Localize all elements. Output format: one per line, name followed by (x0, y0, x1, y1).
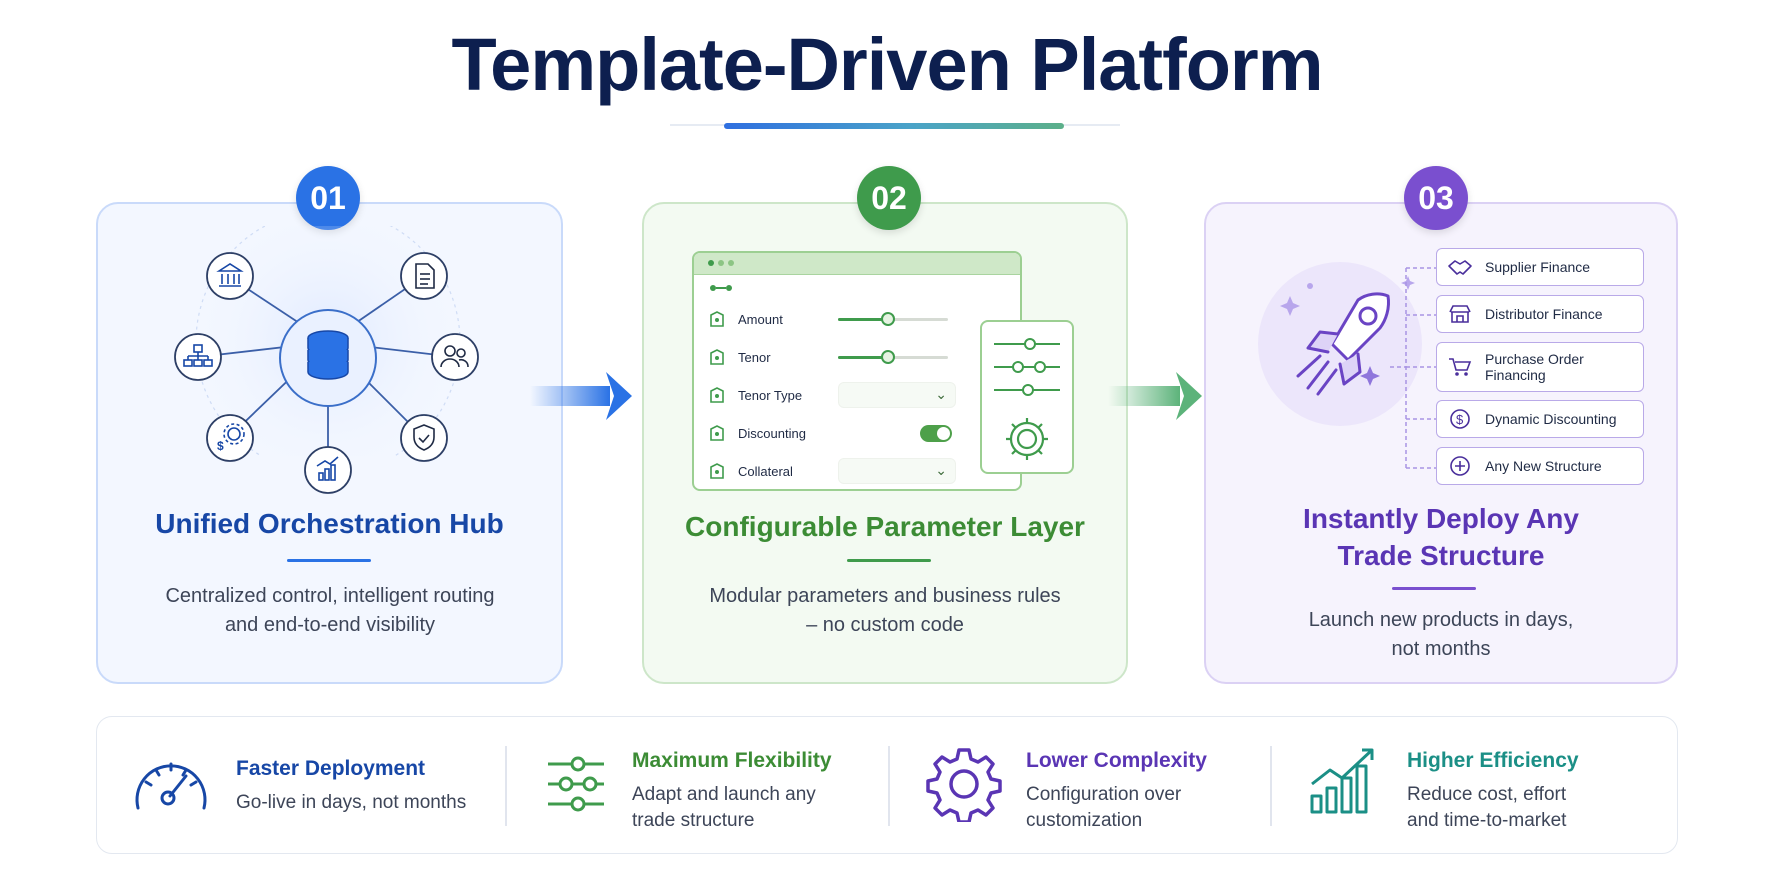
slider-knob (880, 312, 895, 326)
step-title-underline-1 (287, 559, 371, 562)
param-label: Tenor (738, 349, 771, 365)
users-icon (440, 345, 469, 368)
benefit-title-2: Maximum Flexibility (632, 749, 832, 772)
rules-panel (980, 320, 1074, 474)
slider-fill (838, 318, 888, 321)
step-title-2: Configurable Parameter Layer (685, 511, 1085, 542)
param-row-collateral: Collateral ⌄ (708, 458, 1008, 484)
step-title-1: Unified Orchestration Hub (155, 508, 504, 539)
param-tag-icon (710, 349, 724, 365)
step-description-3: Launch new products in days, not months (1308, 609, 1574, 660)
param-tag-icon (710, 425, 724, 441)
benefit-desc-4: Reduce cost, effort and time-to-market (1407, 784, 1567, 831)
step-badge-1: 01 (296, 166, 360, 230)
sliders-gear-icon (994, 338, 1060, 460)
step-badge-3: 03 (1404, 166, 1468, 230)
benefit-divider (505, 746, 507, 826)
sliders-icon (548, 756, 604, 812)
chevron-down-icon: ⌄ (935, 386, 947, 402)
svg-text:$: $ (1456, 412, 1464, 427)
panel-titlebar (694, 253, 1020, 275)
speedometer-icon (135, 762, 207, 810)
slider-fill (838, 356, 888, 359)
collateral-dropdown[interactable]: ⌄ (838, 458, 956, 484)
step-badge-2: 02 (857, 166, 921, 230)
page-title: Template-Driven Platform (451, 23, 1323, 106)
document-icon (415, 263, 435, 289)
benefit-desc-1: Go-live in days, not months (236, 792, 467, 813)
slider-knob (880, 350, 895, 364)
database-icon (307, 330, 349, 380)
param-row-amount: Amount (708, 306, 1008, 332)
rocket-icon (1258, 262, 1422, 426)
link-icon (710, 285, 732, 291)
param-row-discounting: Discounting (708, 420, 1008, 446)
param-label: Tenor Type (738, 387, 803, 403)
shield-check-icon (413, 424, 435, 451)
benefit-divider (1270, 746, 1272, 826)
param-tag-icon (710, 387, 724, 403)
gear-icon (926, 748, 1002, 822)
chart-up-icon (316, 456, 339, 481)
step-title-underline-3 (1392, 587, 1476, 590)
benefit-desc-3: Configuration over customization (1026, 784, 1182, 831)
structure-distributor-finance[interactable]: Distributor Finance (1436, 295, 1644, 333)
store-icon (1449, 305, 1471, 323)
chevron-down-icon: ⌄ (935, 462, 947, 478)
structure-connector (1390, 267, 1436, 469)
title-accent-bar (724, 123, 1064, 129)
benefit-title-4: Higher Efficiency (1407, 749, 1579, 772)
plus-icon (1450, 456, 1470, 476)
structure-dynamic-discounting[interactable]: $ Dynamic Discounting (1436, 400, 1644, 438)
param-tag-icon (710, 463, 724, 479)
toggle-knob (937, 427, 950, 440)
step-title-3: Instantly Deploy Any Trade Structure (1303, 503, 1579, 571)
tenor-type-dropdown[interactable]: ⌄ (838, 382, 956, 408)
bar-chart-icon (1310, 748, 1374, 814)
param-label: Discounting (738, 425, 806, 441)
benefit-desc-2: Adapt and launch any trade structure (632, 784, 816, 831)
parameter-panel: Amount Tenor Tenor Type ⌄ Discounting Co… (692, 251, 1022, 491)
benefit-title-3: Lower Complexity (1026, 749, 1207, 772)
tenor-slider[interactable] (838, 350, 948, 364)
step-description-2: Modular parameters and business rules – … (709, 585, 1061, 636)
benefit-title-1: Faster Deployment (236, 757, 426, 780)
param-label: Collateral (738, 463, 793, 479)
hub-nodes: $ (174, 252, 479, 494)
discounting-toggle[interactable] (920, 425, 952, 442)
org-chart-icon (183, 344, 213, 367)
param-tag-icon (710, 311, 724, 327)
structure-supplier-finance[interactable]: Supplier Finance (1436, 248, 1644, 286)
amount-slider[interactable] (838, 312, 948, 326)
structure-purchase-order-financing[interactable]: Purchase Order Financing (1436, 342, 1644, 392)
cart-icon (1449, 358, 1472, 376)
dollar-icon: $ (1450, 409, 1470, 429)
svg-text:$: $ (217, 439, 224, 453)
param-label: Amount (738, 311, 783, 327)
flow-arrow-1 (530, 372, 632, 420)
benefit-divider (888, 746, 890, 826)
param-row-tenor-type: Tenor Type ⌄ (708, 382, 1008, 408)
flow-arrow-2 (1108, 372, 1202, 420)
param-row-tenor: Tenor (708, 344, 1008, 370)
step-title-underline-2 (847, 559, 931, 562)
settings-dollar-icon: $ (217, 423, 245, 453)
handshake-icon (1448, 260, 1472, 275)
step-description-1: Centralized control, intelligent routing… (165, 585, 495, 636)
benefits-strip (96, 716, 1678, 854)
bank-icon (216, 263, 244, 287)
structure-any-new[interactable]: Any New Structure (1436, 447, 1644, 485)
